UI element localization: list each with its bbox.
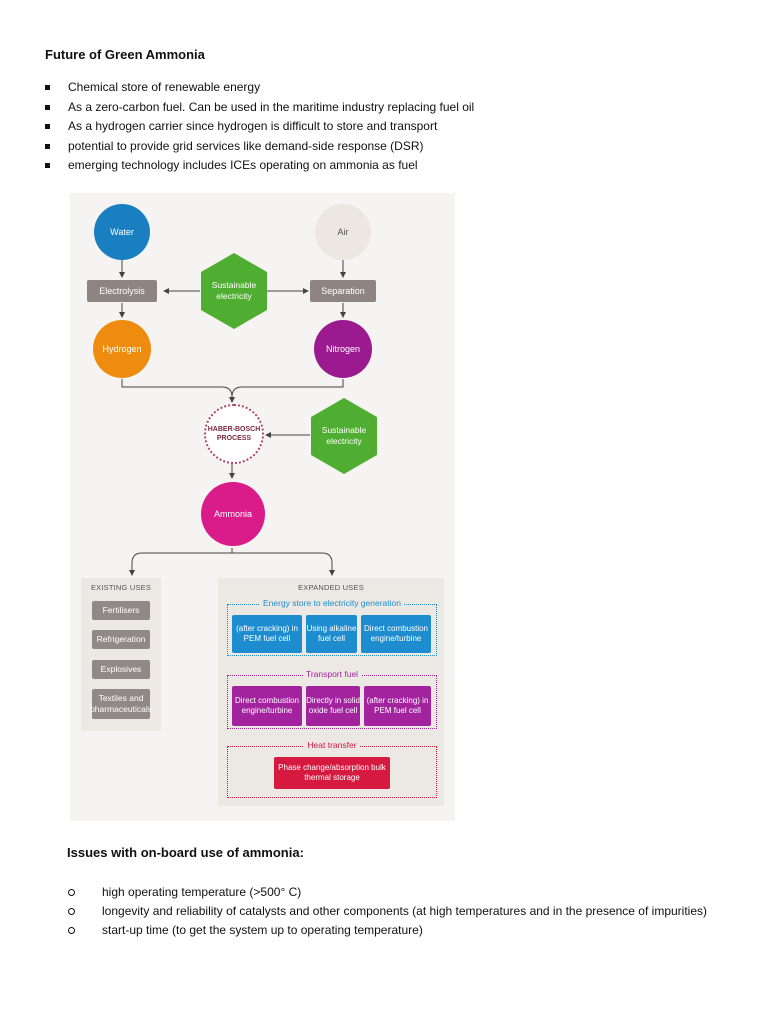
expanded-uses-heading: EXPANDED USES (298, 583, 364, 592)
transport-fuel-group: Transport fuel Direct combustion engine/… (227, 669, 437, 729)
square-bullet-icon (45, 143, 50, 149)
list-item: potential to provide grid services like … (45, 137, 474, 157)
hydrogen-node: Hydrogen (93, 320, 151, 378)
list-item: Chemical store of renewable energy (45, 78, 474, 98)
existing-use-item: Refrigeration (92, 630, 150, 649)
ammonia-node: Ammonia (201, 482, 265, 546)
page-title: Future of Green Ammonia (45, 47, 205, 62)
arrow-hydrogen-haber (121, 379, 235, 403)
circle-bullet-icon (68, 889, 75, 896)
existing-uses-heading: EXISTING USES (90, 583, 152, 592)
energy-store-label: Energy store to electricity generation (260, 598, 404, 608)
transport-fuel-cell: Directly in solid oxide fuel cell (306, 686, 360, 726)
energy-store-cell: Using alkaline fuel cell (306, 615, 357, 653)
list-item: As a zero-carbon fuel. Can be used in th… (45, 98, 474, 118)
heat-transfer-group: Heat transfer Phase change/absorption bu… (227, 740, 437, 798)
issues-list: high operating temperature (>500° C) lon… (67, 883, 707, 940)
separation-box: Separation (310, 280, 376, 302)
energy-store-cell: (after cracking) in PEM fuel cell (232, 615, 302, 653)
benefits-list: Chemical store of renewable energy As a … (45, 78, 474, 176)
arrow-ammonia-existing (129, 548, 233, 576)
existing-uses-panel: EXISTING USES Fertilisers Refrigeration … (81, 578, 161, 731)
circle-bullet-icon (68, 927, 75, 934)
square-bullet-icon (45, 124, 50, 129)
transport-fuel-label: Transport fuel (302, 669, 362, 679)
existing-use-item: Explosives (92, 660, 150, 679)
existing-use-item: Textiles and pharmaceuticals (90, 689, 152, 719)
transport-fuel-cell: Direct combustion engine/turbine (232, 686, 302, 726)
green-ammonia-diagram: Water Air Electrolysis Separation Sustai… (70, 193, 455, 821)
expanded-uses-panel: EXPANDED USES Energy store to electricit… (218, 578, 444, 806)
square-bullet-icon (45, 163, 50, 168)
existing-use-item: Fertilisers (92, 601, 150, 620)
list-item: emerging technology includes ICEs operat… (45, 156, 474, 176)
electrolysis-box: Electrolysis (87, 280, 157, 302)
heat-transfer-label: Heat transfer (304, 740, 360, 750)
circle-bullet-icon (68, 908, 75, 915)
list-item: As a hydrogen carrier since hydrogen is … (45, 117, 474, 137)
arrow-nitrogen-haber (231, 379, 344, 398)
air-node: Air (315, 204, 371, 260)
transport-fuel-cell: (after cracking) in PEM fuel cell (364, 686, 431, 726)
arrow-ammonia-expanded (231, 548, 335, 576)
energy-store-group: Energy store to electricity generation (… (227, 598, 437, 656)
flow-arrows (119, 260, 346, 576)
water-node: Water (94, 204, 150, 260)
haber-bosch-process: HABER-BOSCH PROCESS (204, 404, 264, 464)
square-bullet-icon (45, 85, 50, 90)
nitrogen-node: Nitrogen (314, 320, 372, 378)
square-bullet-icon (45, 104, 50, 110)
heat-transfer-cell: Phase change/absorption bulk thermal sto… (274, 757, 390, 789)
energy-store-cell: Direct combustion engine/turbine (361, 615, 431, 653)
list-item: longevity and reliability of catalysts a… (67, 902, 707, 921)
issues-heading: Issues with on-board use of ammonia: (67, 845, 304, 860)
list-item: start-up time (to get the system up to o… (67, 921, 707, 940)
list-item: high operating temperature (>500° C) (67, 883, 707, 902)
